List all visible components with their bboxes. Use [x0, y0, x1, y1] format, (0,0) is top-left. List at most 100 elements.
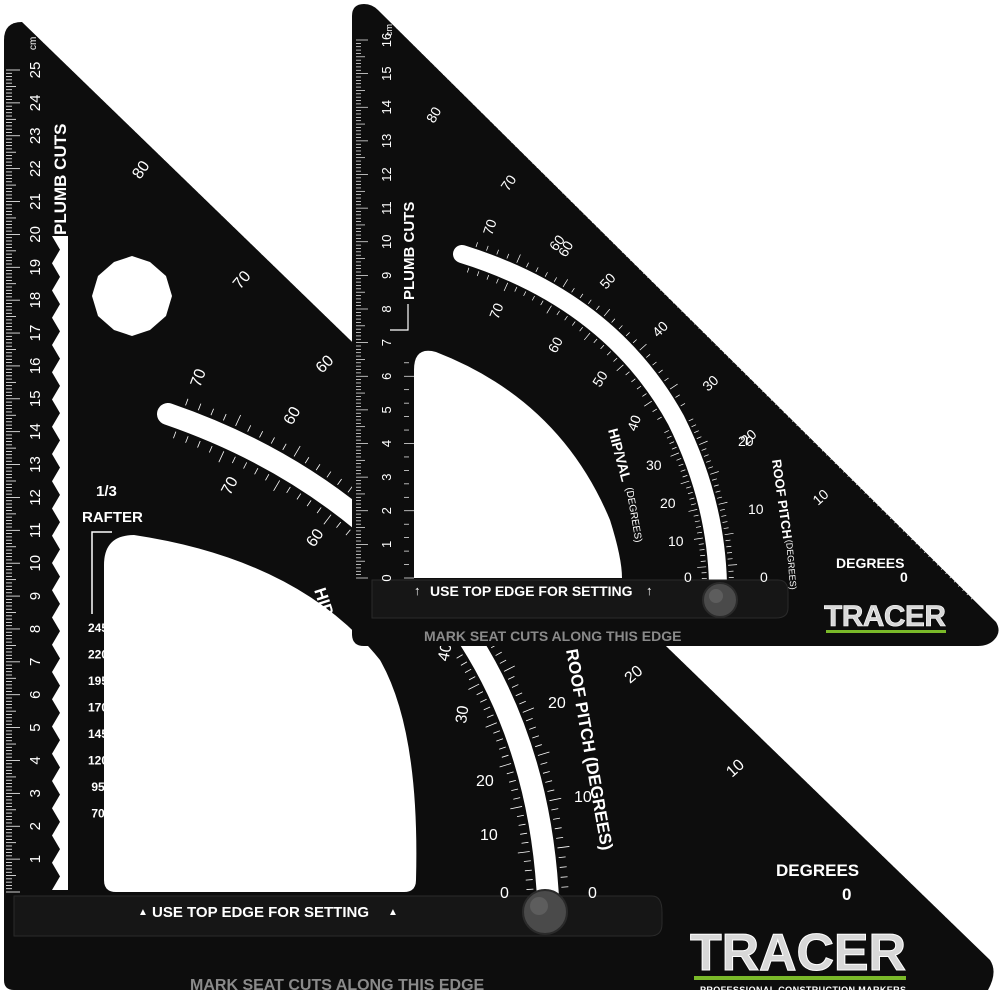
hyp-tick: [60, 54, 66, 60]
hyp-tick: [772, 745, 778, 751]
hyp-tick: [889, 511, 898, 520]
arc-tick: [618, 325, 623, 330]
hyp-tick: [89, 82, 94, 88]
arc-tick: [475, 242, 478, 248]
hyp-tick: [455, 83, 460, 88]
hyp-tick: [732, 358, 737, 363]
ruler-number: 17: [27, 325, 44, 342]
ruler-number: 1: [379, 541, 394, 548]
arc-tick: [657, 416, 662, 420]
ruler-number: 19: [27, 259, 44, 276]
arc-tick: [571, 321, 576, 326]
arc-tick: [558, 856, 566, 859]
arc-tick: [688, 418, 694, 422]
arc-tick: [218, 451, 225, 463]
hyp-tick: [83, 77, 89, 83]
hyp-tick: [613, 236, 621, 245]
arc-tick: [664, 430, 670, 433]
hyp-tick: [54, 49, 60, 55]
arc-tick: [323, 514, 332, 525]
ruler-number: 4: [379, 440, 394, 447]
hyp-tick: [821, 447, 826, 452]
arc-tick: [694, 430, 699, 434]
hyp-tick: [557, 185, 562, 190]
arc-tick: [513, 797, 521, 800]
small-arc-inner-20: 20: [660, 495, 676, 511]
hyp-tick: [347, 333, 353, 339]
hyp-tick: [129, 121, 135, 127]
hyp-tick: [324, 311, 330, 316]
arc-tick: [540, 762, 548, 765]
small-roof-pitch-unit: (DEGREES): [784, 539, 798, 590]
hyp-tick: [664, 290, 669, 295]
large-setting-bar: [13, 895, 663, 937]
small-roof-pitch-0: 0: [760, 569, 768, 585]
hyp-tick: [579, 206, 584, 211]
arc-tick: [259, 431, 264, 438]
arc-tick: [642, 393, 647, 397]
arc-tick: [222, 413, 227, 421]
hyp-tick: [761, 734, 767, 740]
arc-tick: [652, 408, 657, 412]
hyp-tick: [506, 130, 515, 139]
arc-tick: [495, 651, 502, 656]
arc-tick: [197, 403, 202, 411]
hyp-tick: [651, 278, 656, 283]
hyp-tick: [749, 723, 755, 728]
arc-tick: [525, 879, 533, 881]
arc-tick: [717, 496, 723, 499]
hyp-tick: [817, 443, 822, 448]
hyp-tick: [570, 194, 579, 202]
small-arc-slot: [453, 245, 727, 593]
hyp-tick: [936, 561, 941, 566]
arc-tick: [270, 437, 275, 444]
arc-tick: [613, 357, 618, 362]
ruler-number: 13: [379, 134, 394, 148]
arc-tick: [197, 440, 201, 448]
hyp-tick: [870, 839, 876, 845]
hyp-tick: [630, 257, 635, 262]
arc-tick: [304, 457, 310, 464]
arc-tick: [680, 403, 686, 407]
hyp-tick: [887, 856, 893, 862]
hyp-tick: [638, 265, 643, 270]
large-cutout: [104, 535, 417, 892]
hyp-tick: [807, 778, 813, 784]
arc-tick: [247, 425, 252, 432]
hyp-tick: [899, 867, 905, 873]
hyp-tick: [112, 105, 117, 110]
hyp-tick: [736, 362, 741, 367]
hyp-tick: [464, 88, 472, 97]
hyp-tick: [859, 828, 864, 834]
hyp-tick: [417, 45, 422, 50]
arc-tick: [728, 564, 738, 566]
arc-tick: [680, 480, 690, 485]
ruler-number: 2: [379, 507, 394, 514]
arc-tick: [611, 318, 616, 323]
hyp-tick: [117, 110, 123, 116]
hyp-tick: [933, 901, 939, 907]
hyp-tick: [680, 651, 690, 662]
arc-tick: [593, 338, 598, 343]
arc-tick: [540, 300, 544, 306]
small-arc-outer-70: 70: [480, 217, 500, 237]
arc-tick: [680, 469, 686, 472]
arc-tick: [689, 497, 695, 500]
hyp-tick: [932, 553, 941, 562]
large-rafter-label-line1: 1/3: [96, 483, 117, 500]
hyp-tick: [894, 519, 899, 524]
hyp-tick: [847, 817, 853, 823]
ruler-number: 20: [27, 226, 44, 243]
hyp-tick: [468, 96, 473, 101]
arc-tick: [596, 305, 600, 311]
small-arc-ticks: [467, 242, 738, 579]
arc-tick: [708, 466, 714, 469]
hyp-tick: [301, 288, 307, 294]
arc-tick: [523, 860, 531, 862]
hyp-tick: [232, 222, 238, 227]
ruler-number: 11: [27, 523, 44, 539]
hyp-tick: [685, 312, 690, 317]
ruler-number: 15: [379, 66, 394, 80]
arc-tick: [337, 478, 342, 485]
ruler-number: 14: [379, 100, 394, 114]
